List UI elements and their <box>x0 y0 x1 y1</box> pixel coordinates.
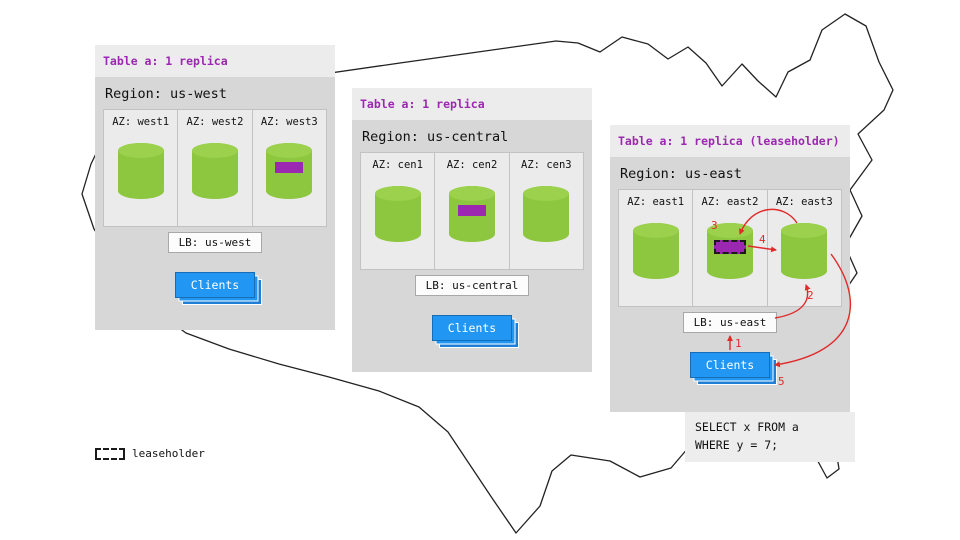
replica-indicator <box>457 205 486 216</box>
flow-step-5: 5 <box>778 375 785 388</box>
az-box-east2: AZ: east2 <box>693 190 768 306</box>
az-box-east1: AZ: east1 <box>619 190 694 306</box>
database-cylinder <box>523 186 570 242</box>
az-box-cen3: AZ: cen3 <box>510 153 583 269</box>
database-cylinder <box>374 186 421 242</box>
replica-indicator <box>275 162 304 173</box>
az-label: AZ: cen1 <box>372 159 423 171</box>
table-replica-banner: Table a: 1 replica <box>95 45 335 77</box>
az-label: AZ: east2 <box>701 196 759 208</box>
az-box-west2: AZ: west2 <box>178 110 253 226</box>
load-balancer: LB: us-east <box>682 312 778 333</box>
load-balancer: LB: us-west <box>167 232 263 253</box>
database-cylinder <box>266 143 313 199</box>
leaseholder-legend-swatch <box>95 447 125 460</box>
clients-node: Clients <box>174 272 256 298</box>
region-body: Region: us-west AZ: west1 AZ: west2 AZ: … <box>95 86 335 298</box>
region-box-us-central: Table a: 1 replica Region: us-central AZ… <box>352 88 592 372</box>
region-title: Region: us-west <box>105 86 227 102</box>
flow-step-3: 3 <box>711 219 718 232</box>
database-cylinder <box>632 223 679 279</box>
leaseholder-legend: leaseholder <box>95 447 205 460</box>
clients-label: Clients <box>431 315 513 341</box>
az-box-west3: AZ: west3 <box>253 110 326 226</box>
sql-line-1: SELECT x FROM a <box>695 420 799 434</box>
sql-query-box: SELECT x FROM a WHERE y = 7; <box>685 412 855 462</box>
clients-label: Clients <box>174 272 256 298</box>
region-body: Region: us-central AZ: cen1 AZ: cen2 AZ:… <box>352 129 592 341</box>
leaseholder-indicator <box>713 240 746 254</box>
az-label: AZ: cen2 <box>446 159 498 171</box>
leaseholder-legend-label: leaseholder <box>132 447 205 460</box>
az-box-east3: AZ: east3 <box>768 190 841 306</box>
region-box-us-east: Table a: 1 replica (leaseholder) Region:… <box>610 125 850 412</box>
table-replica-label: Table a: 1 replica <box>360 97 485 111</box>
table-replica-label: Table a: 1 replica <box>103 54 228 68</box>
clients-label: Clients <box>689 352 771 378</box>
az-label: AZ: west2 <box>186 116 244 128</box>
database-cylinder <box>117 143 164 199</box>
region-box-us-west: Table a: 1 replica Region: us-west AZ: w… <box>95 45 335 330</box>
flow-step-1: 1 <box>735 337 742 350</box>
az-label: AZ: cen3 <box>521 159 572 171</box>
az-row: AZ: west1 AZ: west2 AZ: west3 <box>103 109 327 227</box>
table-replica-banner: Table a: 1 replica <box>352 88 592 120</box>
table-replica-label: Table a: 1 replica (leaseholder) <box>618 134 840 148</box>
az-row: AZ: cen1 AZ: cen2 AZ: cen3 <box>360 152 584 270</box>
az-label: AZ: east1 <box>627 196 685 208</box>
clients-node: Clients <box>689 352 771 378</box>
clients-node: Clients <box>431 315 513 341</box>
flow-step-2: 2 <box>807 289 814 302</box>
sql-line-2: WHERE y = 7; <box>695 437 779 452</box>
az-box-cen2: AZ: cen2 <box>435 153 510 269</box>
region-title: Region: us-east <box>620 166 742 182</box>
region-title: Region: us-central <box>362 129 509 145</box>
database-cylinder <box>191 143 238 199</box>
flow-step-4: 4 <box>759 233 766 246</box>
database-cylinder <box>781 223 828 279</box>
az-label: AZ: west1 <box>112 116 170 128</box>
az-label: AZ: east3 <box>775 196 833 208</box>
az-label: AZ: west3 <box>260 116 318 128</box>
table-replica-banner: Table a: 1 replica (leaseholder) <box>610 125 850 157</box>
az-box-west1: AZ: west1 <box>104 110 179 226</box>
load-balancer: LB: us-central <box>414 275 530 296</box>
database-cylinder <box>448 186 495 242</box>
az-box-cen1: AZ: cen1 <box>361 153 436 269</box>
region-body: Region: us-east AZ: east1 AZ: east2 AZ: … <box>610 166 850 378</box>
